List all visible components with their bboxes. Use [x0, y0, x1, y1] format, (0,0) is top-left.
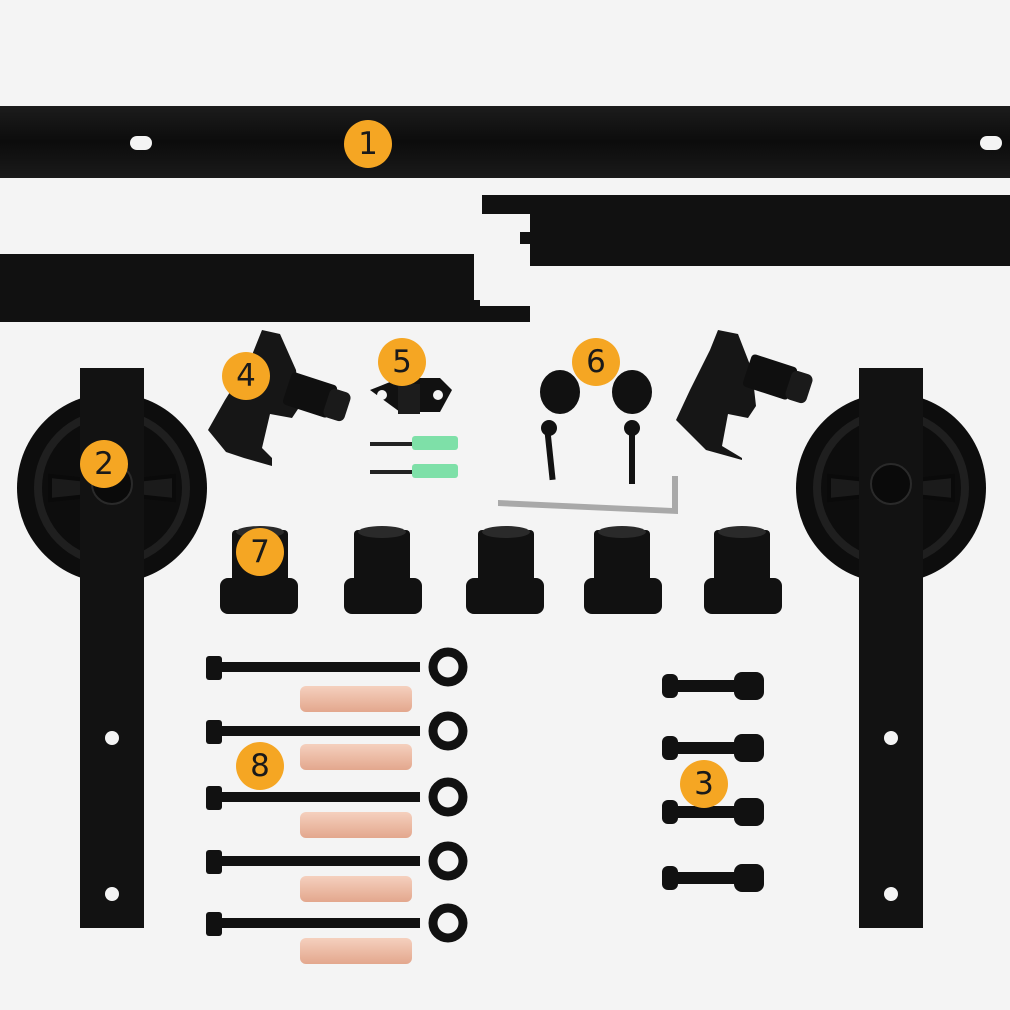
anti-jump-disc	[540, 370, 580, 481]
badge-6: 6	[572, 338, 620, 386]
lag-screw-row	[206, 841, 468, 902]
lag-screw-row	[206, 711, 468, 770]
wall-anchor-screw	[370, 464, 458, 478]
allen-key	[498, 476, 678, 514]
lag-screw-row	[206, 903, 468, 964]
lag-screw-row	[206, 647, 468, 712]
hanger-roller-right	[796, 368, 986, 928]
badge-2: 2	[80, 440, 128, 488]
spacer	[584, 526, 662, 614]
badge-5: 5	[378, 338, 426, 386]
door-bolt	[662, 734, 764, 762]
door-bolt	[662, 672, 764, 700]
badge-3: 3	[680, 760, 728, 808]
lag-screw-row	[206, 777, 468, 838]
badge-4: 4	[222, 352, 270, 400]
wall-anchor-screw	[370, 436, 458, 450]
end-stopper-right	[676, 330, 813, 460]
anti-jump-disc	[612, 370, 652, 484]
floor-guide	[370, 378, 458, 478]
door-bolt	[662, 798, 764, 826]
badge-7: 7	[236, 528, 284, 576]
door-bolts	[662, 672, 764, 892]
lag-screw-set	[206, 647, 468, 964]
spacers	[220, 526, 782, 614]
door-bolt	[662, 864, 764, 892]
spacer	[704, 526, 782, 614]
badge-1: 1	[344, 120, 392, 168]
spacer	[466, 526, 544, 614]
spacer	[344, 526, 422, 614]
badge-8: 8	[236, 742, 284, 790]
track-rail-top	[0, 106, 1010, 178]
end-stopper-left	[208, 330, 351, 466]
track-rail-bottom	[0, 195, 1010, 322]
